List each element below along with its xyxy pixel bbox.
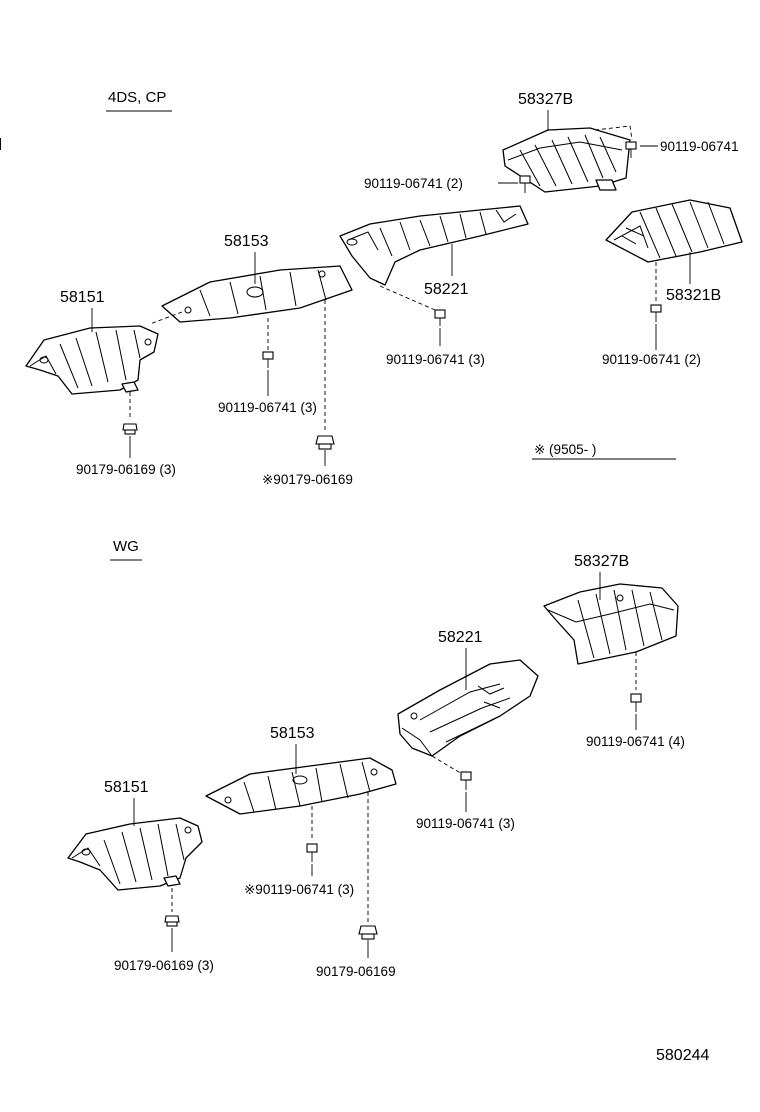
bolt-icon bbox=[630, 693, 642, 712]
bolt-icon bbox=[434, 309, 446, 326]
fastener-label-bottom-3: ※90119-06741 (3) bbox=[244, 882, 354, 897]
heat-shield-58151-top bbox=[25, 325, 159, 395]
nut-icon bbox=[164, 915, 180, 927]
fastener-label-top-3: 90119-06741 (3) bbox=[218, 400, 317, 415]
bolt-icon bbox=[625, 141, 637, 158]
section-label-bottom: WG bbox=[113, 538, 139, 555]
section-top: 4DS, CP 58327B 90119-06741 90119-06741 (… bbox=[0, 89, 743, 487]
bolt-icon bbox=[460, 771, 472, 790]
fastener-label-top-1: 90119-06741 bbox=[660, 139, 739, 154]
section-label-top: 4DS, CP bbox=[108, 89, 166, 106]
part-label-58151-top: 58151 bbox=[60, 289, 105, 306]
part-label-58153-bottom: 58153 bbox=[270, 725, 315, 742]
heat-shield-58153-top bbox=[161, 265, 353, 323]
fastener-label-bottom-5: 90179-06169 bbox=[316, 964, 396, 979]
heat-shield-58327B-top bbox=[502, 127, 631, 193]
heat-shield-58221-bottom bbox=[397, 659, 539, 757]
heat-shield-58151-bottom bbox=[67, 817, 203, 891]
fastener-label-top-2: 90119-06741 (2) bbox=[364, 176, 463, 191]
heat-shield-58153-bottom bbox=[205, 757, 397, 815]
heat-shield-58221-top bbox=[339, 205, 529, 286]
part-label-58327B-top: 58327B bbox=[518, 91, 573, 108]
fastener-label-top-4: 90119-06741 (2) bbox=[602, 352, 701, 367]
nut-icon bbox=[122, 423, 138, 435]
part-label-58321B-top: 58321B bbox=[666, 287, 721, 304]
part-label-58221-bottom: 58221 bbox=[438, 629, 483, 646]
bolt-icon bbox=[306, 843, 318, 862]
fastener-label-top-5: 90119-06741 (3) bbox=[386, 352, 485, 367]
part-label-58151-bottom: 58151 bbox=[104, 779, 149, 796]
section-bottom: WG 58327B 90119-06741 (4) 58221 bbox=[67, 538, 685, 979]
fastener-label-bottom-4: 90179-06169 (3) bbox=[114, 958, 214, 973]
bolt-icon bbox=[262, 351, 274, 368]
fastener-label-bottom-2: 90119-06741 (3) bbox=[416, 816, 515, 831]
fastener-label-bottom-1: 90119-06741 (4) bbox=[586, 734, 685, 749]
heat-shield-58327B-bottom bbox=[543, 583, 679, 665]
nut-icon bbox=[358, 925, 378, 940]
figure-id: 580244 bbox=[656, 1047, 709, 1064]
heat-shield-58321B-top bbox=[605, 199, 743, 263]
part-label-58327B-bottom: 58327B bbox=[574, 553, 629, 570]
bolt-icon bbox=[650, 304, 662, 322]
bolt-icon bbox=[519, 175, 531, 193]
part-label-58221-top: 58221 bbox=[424, 281, 469, 298]
fastener-label-top-6: 90179-06169 (3) bbox=[76, 462, 176, 477]
part-label-58153-top: 58153 bbox=[224, 233, 269, 250]
applicability-note: ※ (9505- ) bbox=[534, 442, 596, 457]
nut-icon bbox=[315, 435, 335, 450]
fastener-label-top-7: ※90179-06169 bbox=[262, 472, 353, 487]
